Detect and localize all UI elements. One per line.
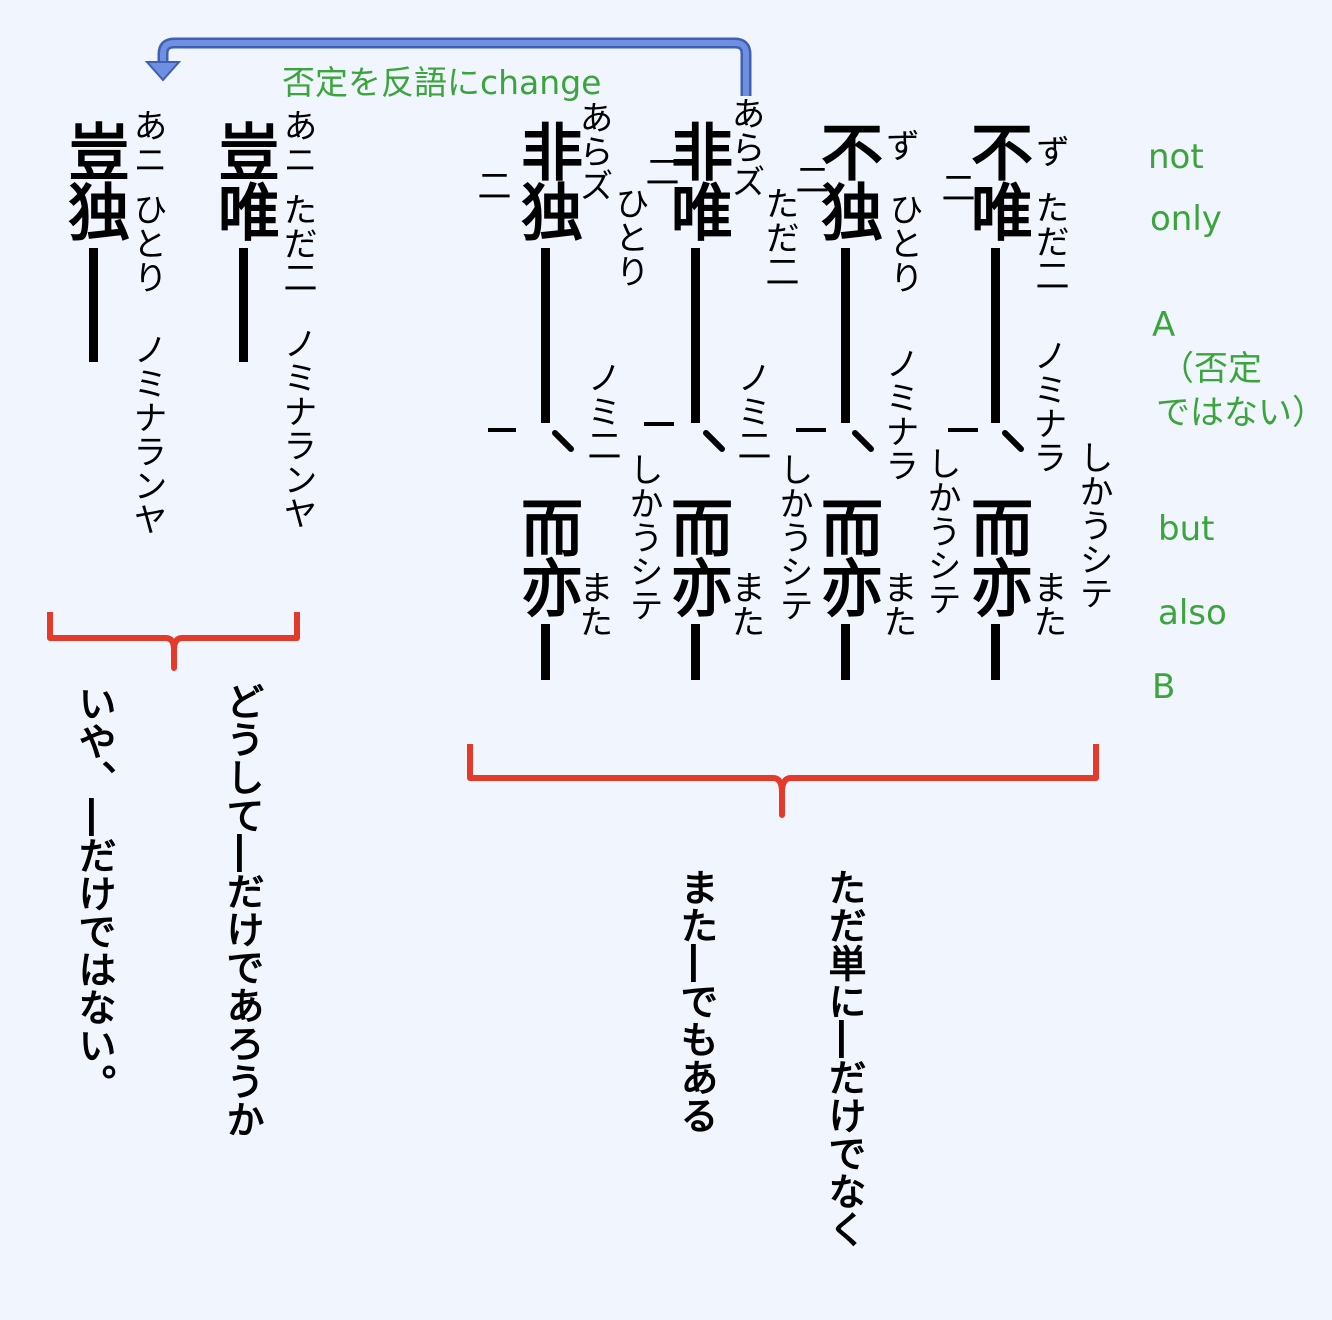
- col3-lower-mark: [488, 428, 516, 432]
- col1-kun-long: ノミナランヤ: [127, 332, 167, 536]
- translation-rhetorical-2: いや、―だけではない。: [72, 684, 116, 1102]
- col1-kun-upper: あニ: [127, 108, 167, 176]
- col3-blank-bar: [541, 248, 550, 423]
- col4-kun-long: ノミ二: [731, 360, 771, 462]
- col6-kun-chars: ただ二: [1029, 190, 1069, 292]
- col3-kun-chars: ひとり: [609, 186, 649, 288]
- col5-lower-mark: [796, 428, 826, 432]
- col6-kanji: 不唯: [960, 120, 1033, 240]
- col4-left-mark: 二: [639, 154, 679, 188]
- col3-lower-kanji: 而亦: [510, 496, 583, 616]
- col6-kun-shika: しかうシテ: [1073, 440, 1113, 610]
- col5-left-mark: 二: [789, 162, 829, 196]
- col3-lower-bar: [541, 624, 550, 680]
- translation-negation-2: また―でもある: [674, 868, 718, 1134]
- col5-kanji: 不独: [810, 120, 883, 240]
- col4-lower-mark: [644, 422, 674, 426]
- col5-lower-kanji: 而亦: [810, 496, 883, 616]
- legend-a-note-1: （否定: [1160, 349, 1262, 389]
- col6-lower-bar: [991, 624, 1000, 680]
- arrow-head: [144, 61, 182, 82]
- bracket-rhetorical: [47, 612, 300, 671]
- col5-lower-bar: [841, 624, 850, 680]
- col4-kanji: 非唯: [660, 120, 733, 240]
- arrow-path-fill: [160, 40, 749, 96]
- col6-lower-kanji: 而亦: [960, 496, 1033, 616]
- col4-kun-lower: また: [725, 570, 765, 638]
- col3-kun-shika: しかうシテ: [623, 452, 663, 622]
- col5-kun-chars: ひとり: [883, 192, 923, 294]
- col4-comma: [703, 430, 725, 452]
- translation-negation-1: ただ単に―だけでなく: [822, 868, 866, 1248]
- col5-kun-lower: また: [877, 570, 917, 638]
- col3-kanji: 非独: [510, 120, 583, 240]
- col6-kun-lower: また: [1027, 570, 1067, 638]
- arrow-label: 否定を反語にchange: [282, 63, 602, 102]
- col6-left-mark: 二: [935, 170, 975, 204]
- translation-rhetorical-1: どうして―だけであろうか: [220, 682, 264, 1138]
- col5-comma: [852, 430, 874, 452]
- col4-lower-bar: [691, 624, 700, 680]
- legend-a-note-2: ではない）: [1156, 393, 1326, 433]
- col1-kun-chars: ひとり: [127, 192, 167, 294]
- legend-but: but: [1158, 509, 1215, 549]
- col2-kun-upper: あニ: [277, 108, 317, 176]
- legend-not: not: [1148, 137, 1204, 177]
- col6-kun-upper: ず: [1029, 134, 1069, 168]
- col5-kun-upper: ず: [879, 128, 919, 162]
- legend-only: only: [1150, 199, 1222, 239]
- col4-lower-kanji: 而亦: [660, 496, 733, 616]
- legend-a: A: [1152, 305, 1176, 345]
- col5-kun-long: ノミナラ: [879, 346, 919, 482]
- legend-b: B: [1152, 667, 1176, 707]
- col2-kun-chars: ただ二: [277, 192, 317, 294]
- col2-blank-bar: [239, 248, 248, 362]
- col3-comma: [552, 430, 574, 452]
- col2-kun-long: ノミナランヤ: [277, 326, 317, 530]
- col5-blank-bar: [841, 248, 850, 423]
- col4-blank-bar: [691, 248, 700, 423]
- col4-kun-chars: ただ二: [759, 186, 799, 288]
- col3-kun-long: ノミ二: [581, 360, 621, 462]
- col6-comma: [1002, 430, 1024, 452]
- col4-kun-upper: あらズ: [725, 96, 765, 198]
- bracket-negation: [467, 744, 1099, 818]
- col6-kun-long: ノミナラ: [1027, 338, 1067, 474]
- col1-blank-bar: [89, 248, 98, 362]
- col2-kanji: 豈唯: [207, 120, 280, 240]
- col3-kun-upper: あらズ: [573, 100, 613, 202]
- col1-kanji: 豈独: [57, 120, 130, 240]
- col5-kun-shika: しかうシテ: [921, 446, 961, 616]
- col3-kun-lower: また: [573, 570, 613, 638]
- col4-kun-shika: しかうシテ: [773, 452, 813, 622]
- col6-blank-bar: [991, 248, 1000, 423]
- col6-lower-mark: [948, 428, 978, 432]
- legend-also: also: [1158, 593, 1227, 633]
- col3-left-mark: 二: [471, 168, 511, 202]
